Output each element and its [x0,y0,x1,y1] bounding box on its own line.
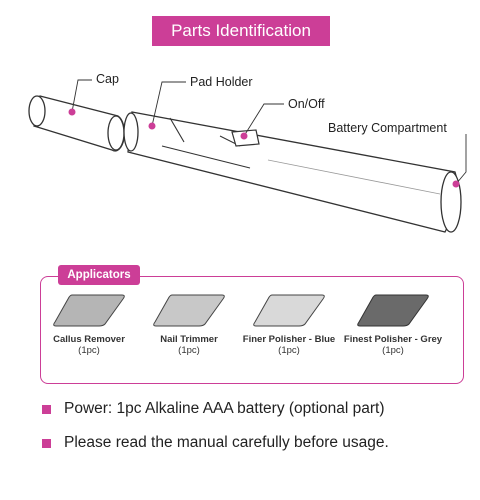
power-note-text: Power: 1pc Alkaline AAA battery (optiona… [64,400,385,417]
nail-trimmer-pad-icon [153,294,225,327]
bullet-icon [42,438,51,448]
applicator-finer-polisher: Finer Polisher - Blue (1pc) [234,292,344,356]
device-diagram [28,79,467,233]
manual-note: Please read the manual carefully before … [42,434,389,452]
callus-remover-pad-icon [53,294,125,327]
finest-polisher-pad-icon [357,294,429,327]
finer-polisher-pad-icon [253,294,325,327]
applicators-heading: Applicators [58,265,140,285]
power-note: Power: 1pc Alkaline AAA battery (optiona… [42,400,385,418]
cap-label: Cap [96,72,119,86]
cap-drawing [28,95,126,152]
applicator-callus-remover: Callus Remover (1pc) [34,292,144,356]
battery-compartment-label: Battery Compartment [328,121,447,135]
pad-holder-label: Pad Holder [190,75,253,89]
on-off-label: On/Off [288,97,325,111]
applicators-panel [40,276,464,384]
manual-note-text: Please read the manual carefully before … [64,434,389,451]
applicator-nail-trimmer: Nail Trimmer (1pc) [134,292,244,356]
applicator-finest-polisher: Finest Polisher - Grey (1pc) [338,292,448,356]
page-title: Parts Identification [152,16,330,46]
bullet-icon [42,404,51,414]
